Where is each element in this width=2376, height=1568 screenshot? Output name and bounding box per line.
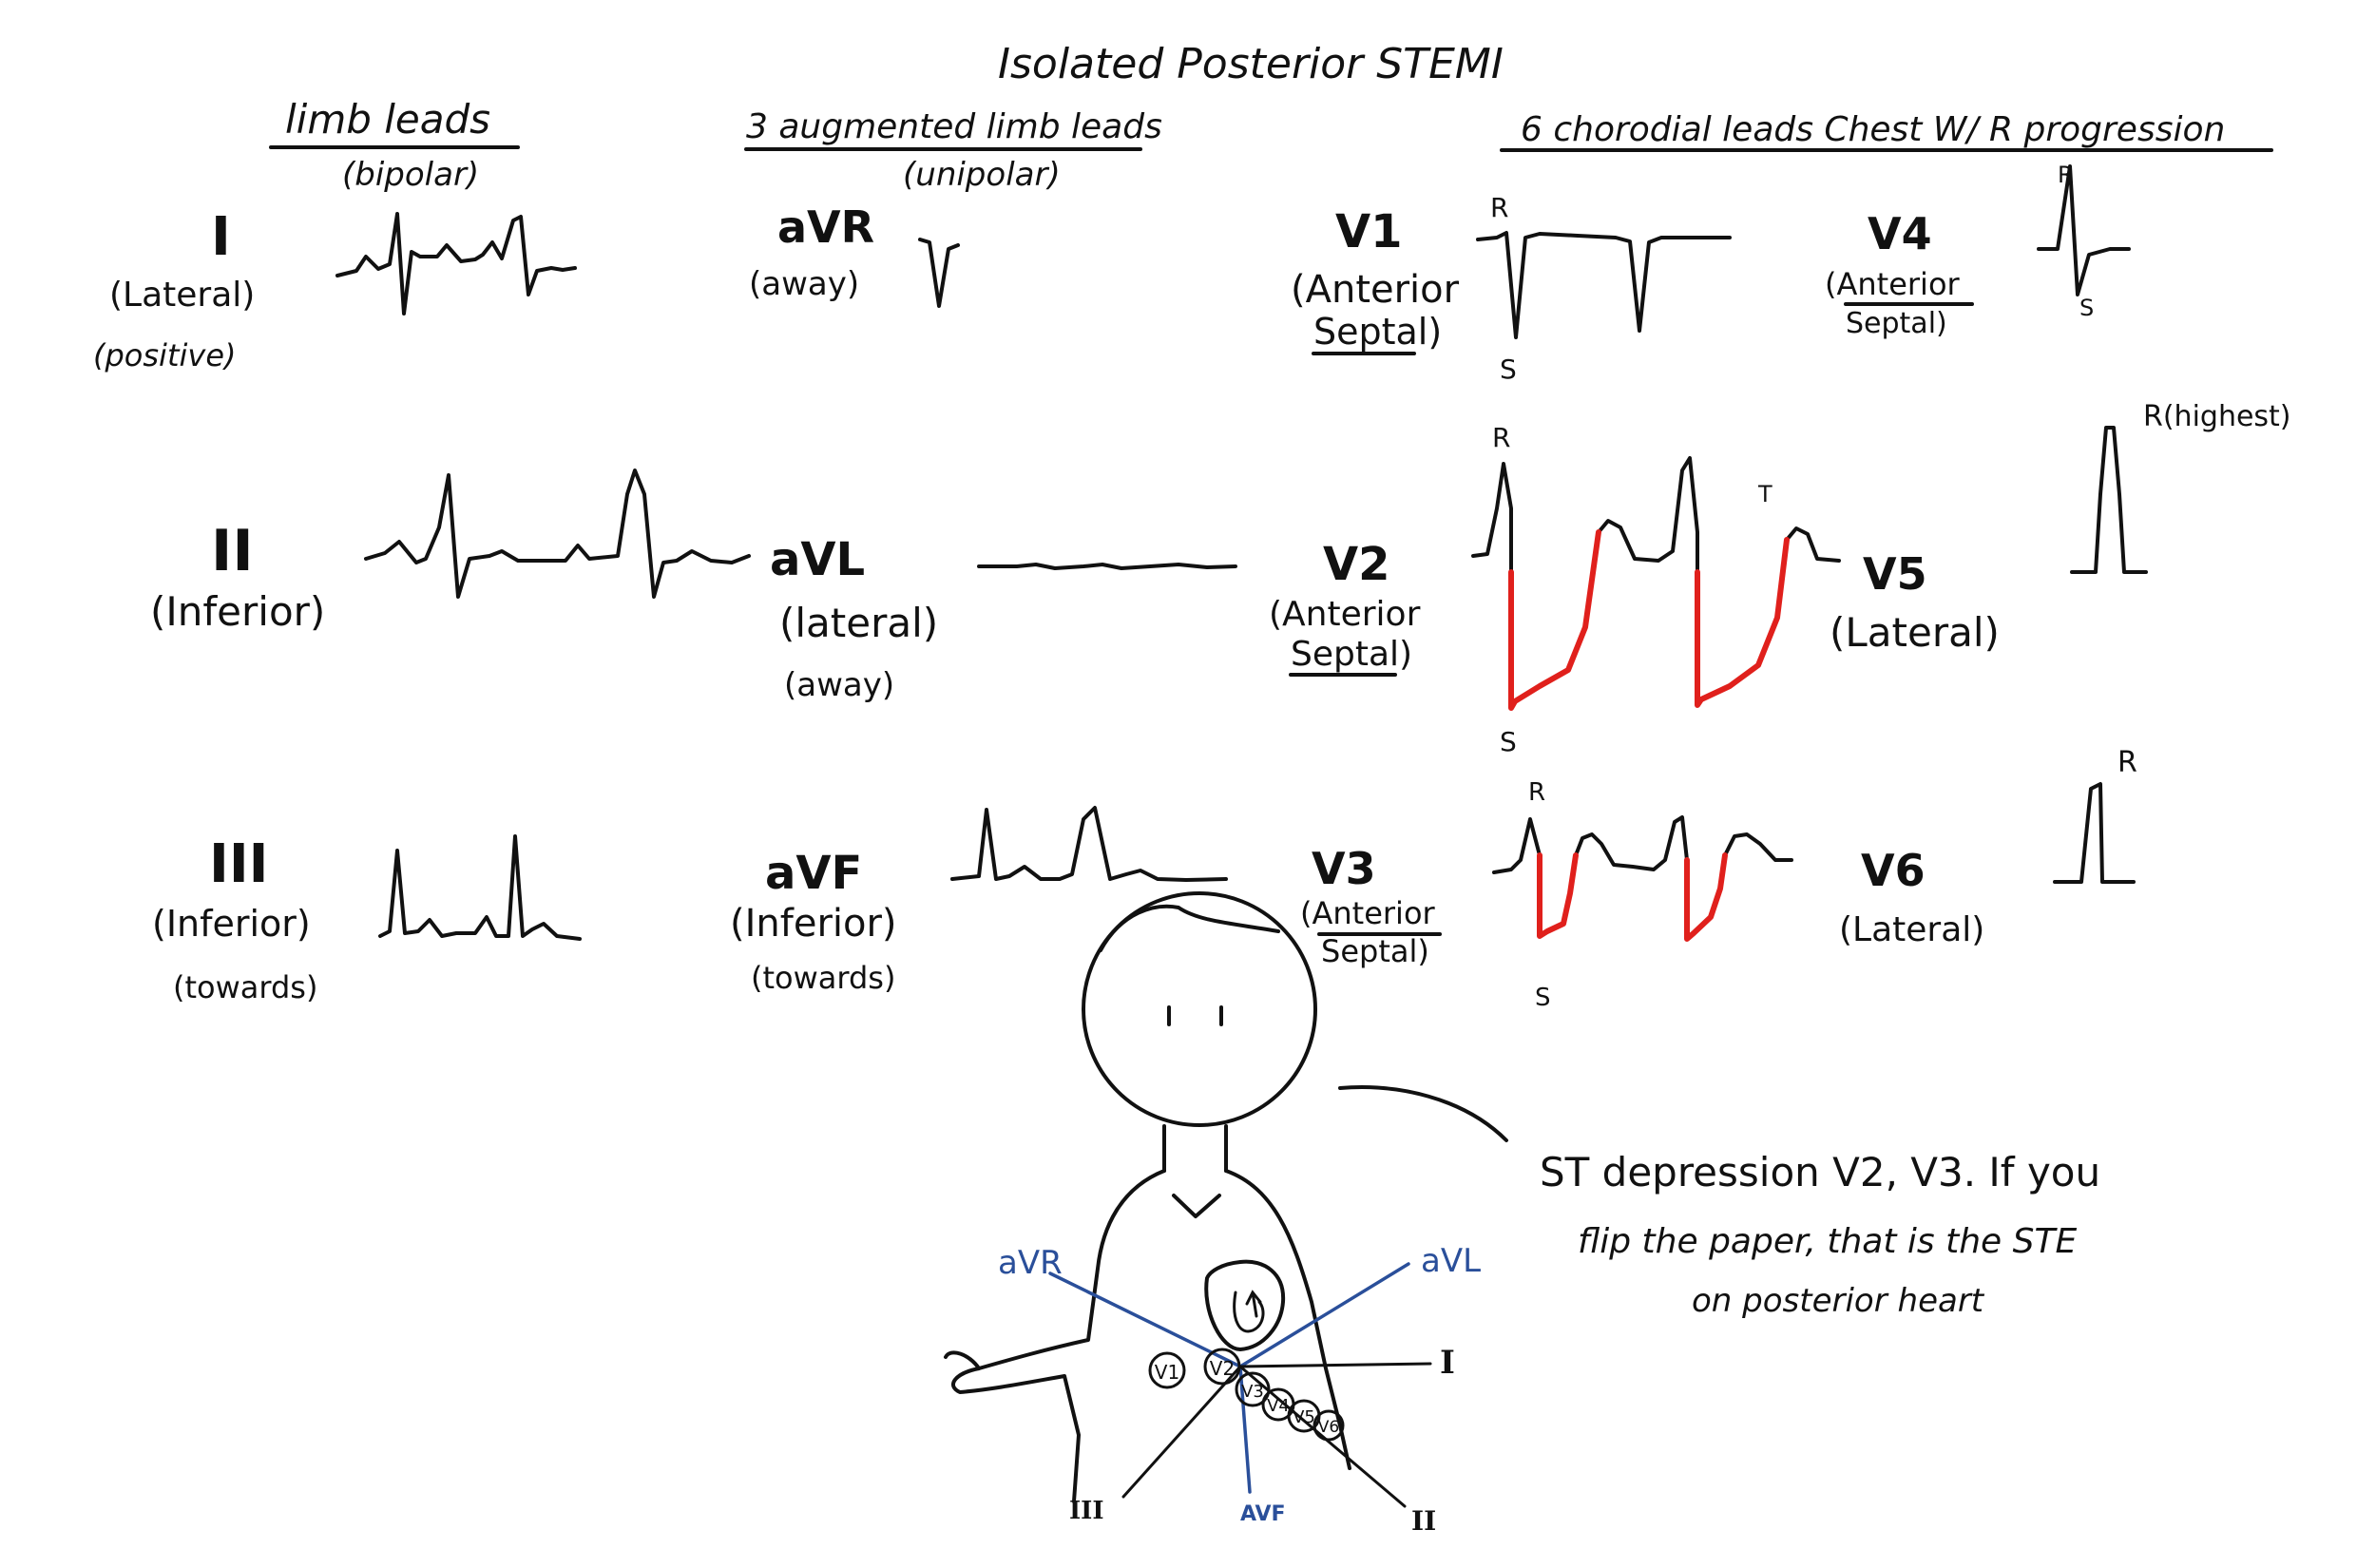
- svg-text:V3: V3: [1241, 1382, 1264, 1402]
- note-line-2: flip the paper, that is the STE: [1578, 1222, 2077, 1261]
- axis-I-line: [1238, 1362, 1432, 1368]
- lead-V1-label: V1: [1335, 205, 1403, 258]
- limb-leads-header: limb leads: [285, 96, 490, 143]
- electrode-V1: V1: [1148, 1351, 1186, 1389]
- lead-V3-S-label: S: [1535, 984, 1551, 1012]
- lead-V2-desc: (Anterior: [1269, 595, 1421, 634]
- lead-aVF-desc-2: (towards): [751, 960, 895, 996]
- figure-left-shoulder-arm: [951, 1169, 1166, 1503]
- lead-aVF-trace: [950, 806, 1228, 882]
- lead-V2-label: V2: [1323, 538, 1390, 591]
- lead-V3-st-segment: [1537, 852, 1728, 942]
- figure-neck: [1162, 1124, 1228, 1173]
- axis-aVF-line: [1238, 1365, 1252, 1494]
- figure-hair: [1099, 904, 1280, 952]
- lead-V5-label: V5: [1863, 548, 1927, 600]
- figure-right-shoulder-arm: [1224, 1169, 1351, 1470]
- lead-V3-desc: (Anterior: [1300, 895, 1436, 931]
- lead-aVL-trace: [977, 563, 1237, 570]
- augmented-leads-subtitle: (unipolar): [903, 156, 1061, 194]
- lead-V1-desc: (Anterior: [1291, 268, 1460, 312]
- axis-aVR-line: [1048, 1272, 1242, 1368]
- lead-aVL-desc-2: (away): [784, 666, 894, 704]
- lead-V1-R-label: R: [1490, 192, 1508, 223]
- electrode-V3: V3: [1235, 1371, 1271, 1407]
- lead-II-trace: [364, 468, 751, 599]
- lead-III-desc-2: (towards): [173, 969, 317, 1005]
- lead-V6-R-label: R: [2117, 746, 2137, 779]
- lead-V3-desc-2: Septal): [1321, 933, 1429, 969]
- svg-text:V5: V5: [1293, 1407, 1315, 1427]
- lead-V4-trace: [2037, 164, 2131, 296]
- augmented-leads-header: 3 augmented limb leads: [746, 107, 1162, 146]
- lead-V1-desc-2: Septal): [1313, 311, 1442, 353]
- lead-V5-trace: [2070, 426, 2148, 574]
- lead-I-trace: [335, 212, 577, 316]
- note-line-1: ST depression V2, V3. If you: [1540, 1149, 2100, 1195]
- axis-II-label: II: [1411, 1505, 1436, 1537]
- lead-V4-desc-2: Septal): [1846, 307, 1947, 340]
- lead-I-label: I: [211, 206, 231, 268]
- lead-aVR-label: aVR: [777, 201, 874, 253]
- lead-V3-label: V3: [1312, 843, 1376, 894]
- patient-figure: aVR aVL AVF I II III V1 V2 V3 V4 V5 V6: [944, 891, 1508, 1537]
- lead-V5-desc: (Lateral): [1830, 609, 2000, 656]
- lead-III-trace: [378, 834, 582, 941]
- heart-outline: [1204, 1259, 1286, 1351]
- lead-V2-R-label: R: [1492, 422, 1510, 453]
- axis-aVL-label: aVL: [1421, 1242, 1481, 1280]
- lead-V6-desc: (Lateral): [1839, 910, 1984, 949]
- svg-text:V4: V4: [1267, 1396, 1290, 1416]
- svg-text:V1: V1: [1155, 1361, 1179, 1384]
- lead-II-desc: (Inferior): [150, 588, 325, 635]
- page-title: Isolated Posterior STEMI: [998, 40, 1504, 88]
- electrode-V6: V6: [1313, 1409, 1345, 1442]
- electrode-V2: V2: [1203, 1348, 1241, 1386]
- lead-V2-T-label: T: [1757, 481, 1772, 507]
- axis-III-line: [1121, 1365, 1242, 1499]
- chest-leads-header: 6 chorodial leads Chest W/ R progression: [1521, 110, 2225, 149]
- lead-I-desc: (Lateral): [109, 276, 255, 315]
- heart-arrow: [1233, 1290, 1265, 1333]
- lead-aVF-label: aVF: [765, 847, 862, 900]
- svg-text:V6: V6: [1318, 1418, 1339, 1437]
- figure-collar: [1172, 1194, 1221, 1218]
- lead-V4-label: V4: [1868, 208, 1932, 259]
- axis-I-label: I: [1440, 1344, 1455, 1382]
- lead-V5-R-highest-label: R(highest): [2143, 400, 2291, 433]
- lead-aVR-desc: (away): [749, 265, 859, 303]
- lead-V2-desc-2: Septal): [1291, 635, 1412, 674]
- lead-aVL-label: aVL: [770, 533, 865, 586]
- svg-text:V2: V2: [1210, 1357, 1235, 1380]
- axis-III-label: III: [1069, 1497, 1104, 1525]
- lead-III-desc: (Inferior): [152, 903, 311, 945]
- lead-aVL-desc: (lateral): [779, 600, 938, 646]
- lead-V2-st-segment: [1508, 529, 1790, 711]
- figure-head: [1082, 891, 1317, 1127]
- axis-aVR-label: aVR: [998, 1244, 1063, 1282]
- speech-pointer: [1338, 1085, 1508, 1142]
- lead-V6-label: V6: [1861, 845, 1926, 896]
- lead-V4-S-label: S: [2079, 295, 2094, 321]
- lead-I-desc-2: (positive): [93, 337, 236, 373]
- lead-V6-trace: [2053, 782, 2136, 884]
- lead-V1-trace: [1476, 231, 1732, 339]
- figure-left-thumb: [944, 1350, 981, 1370]
- lead-V3-R-label: R: [1528, 778, 1545, 807]
- lead-aVF-desc: (Inferior): [730, 902, 897, 946]
- lead-V2-trace: [1471, 456, 1841, 574]
- lead-III-label: III: [209, 833, 269, 895]
- lead-II-label: II: [211, 518, 254, 584]
- limb-leads-subtitle: (bipolar): [342, 156, 479, 194]
- lead-V1-S-label: S: [1500, 354, 1517, 385]
- note-line-3: on posterior heart: [1692, 1282, 1985, 1320]
- lead-V4-desc: (Anterior: [1825, 266, 1961, 302]
- lead-V2-S-label: S: [1500, 726, 1517, 757]
- axis-aVL-line: [1238, 1262, 1410, 1368]
- lead-V3-trace: [1492, 815, 1793, 874]
- lead-aVR-trace: [918, 238, 960, 308]
- axis-aVF-label: AVF: [1240, 1502, 1286, 1526]
